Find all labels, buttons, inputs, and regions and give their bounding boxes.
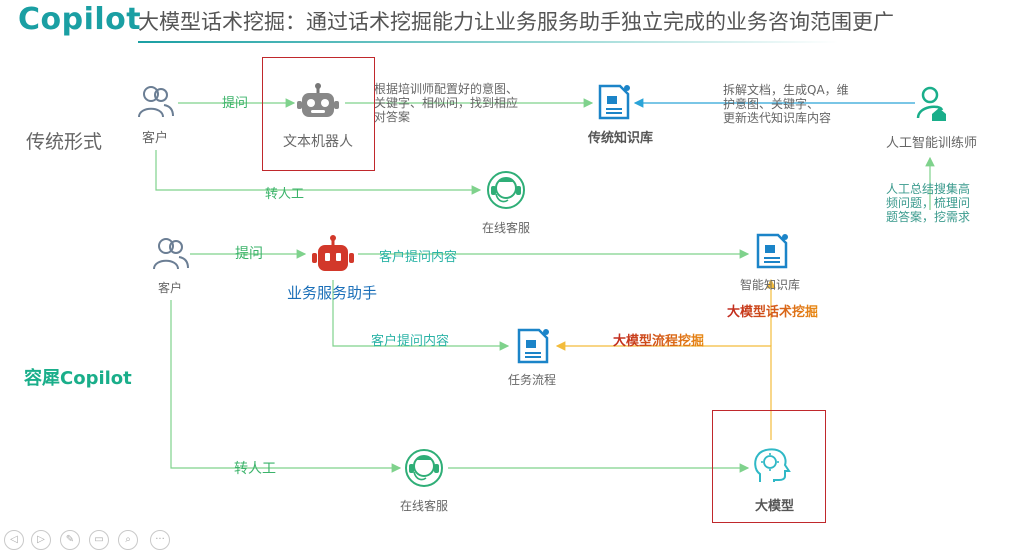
llm-highlight-box bbox=[712, 410, 826, 523]
customer-label-copilot: 客户 bbox=[158, 281, 183, 295]
assistant-to-task-arrow bbox=[332, 280, 510, 351]
task-flow-label: 任务流程 bbox=[508, 373, 557, 387]
customer-icon bbox=[138, 86, 174, 118]
robot-highlight-box bbox=[262, 57, 375, 171]
task-flow-icon bbox=[517, 328, 549, 364]
customer-icon-copilot bbox=[153, 238, 189, 270]
copilot-section-label: 容犀Copilot bbox=[24, 368, 132, 389]
agent-label-traditional: 在线客服 bbox=[482, 221, 531, 235]
pen-tool-button[interactable]: ✎ bbox=[60, 530, 80, 550]
agent-label-copilot: 在线客服 bbox=[400, 499, 449, 513]
llm-label: 大模型 bbox=[755, 499, 795, 514]
transfer-arrow-copilot bbox=[170, 300, 402, 473]
transfer-arrow-traditional bbox=[155, 150, 482, 195]
content-label-mid: 客户提问内容 bbox=[371, 334, 450, 349]
transfer-label-copilot: 转人工 bbox=[234, 461, 276, 477]
traditional-kb-icon bbox=[598, 84, 630, 120]
transfer-label-traditional: 转人工 bbox=[265, 187, 305, 202]
assistant-label: 业务服务助手 bbox=[287, 284, 378, 302]
trainer-note: 拆解文档，生成QA，维 护意图、关键字、 更新迭代知识库内容 bbox=[723, 83, 849, 125]
assistant-robot-icon bbox=[312, 235, 354, 271]
llm-brain-icon bbox=[754, 448, 791, 482]
more-options-button[interactable]: ··· bbox=[150, 530, 170, 550]
trainer-feedback-note: 人工总结搜集高 频问题，梳理问 题答案，挖需求 bbox=[886, 182, 971, 224]
ask-label-traditional: 提问 bbox=[222, 96, 249, 111]
customer-label-traditional: 客户 bbox=[142, 131, 169, 146]
llm-script-label: 大模型话术挖掘 bbox=[727, 301, 818, 320]
copilot-logo: Copilot bbox=[18, 2, 142, 37]
smart-kb-icon bbox=[756, 233, 788, 269]
trainer-label: 人工智能训练师 bbox=[886, 136, 978, 151]
agent-icon-copilot bbox=[405, 449, 443, 487]
robot-label: 文本机器人 bbox=[283, 134, 353, 150]
zoom-button[interactable]: ⌕ bbox=[118, 530, 138, 550]
prev-slide-button[interactable]: ◁ bbox=[4, 530, 24, 550]
llm-flow-label: 大模型流程挖掘 bbox=[613, 330, 704, 349]
robot-icon bbox=[297, 83, 339, 117]
title-divider bbox=[138, 41, 838, 43]
slides-overview-button[interactable]: ▭ bbox=[89, 530, 109, 550]
traditional-section-label: 传统形式 bbox=[26, 131, 103, 153]
traditional-kb-label: 传统知识库 bbox=[588, 131, 654, 146]
robot-note: 根据培训师配置好的意图、 关键字、相似问，找到相应 对答案 bbox=[374, 82, 519, 124]
next-slide-button[interactable]: ▷ bbox=[31, 530, 51, 550]
ask-label-copilot: 提问 bbox=[235, 246, 263, 262]
page-title: 大模型话术挖掘：通过话术挖掘能力让业务服务助手独立完成的业务咨询范围更广 bbox=[138, 10, 894, 34]
trainer-icon bbox=[916, 86, 946, 121]
smart-kb-label: 智能知识库 bbox=[740, 278, 801, 292]
content-label-top: 客户提问内容 bbox=[379, 250, 458, 265]
agent-icon-traditional bbox=[487, 171, 525, 209]
